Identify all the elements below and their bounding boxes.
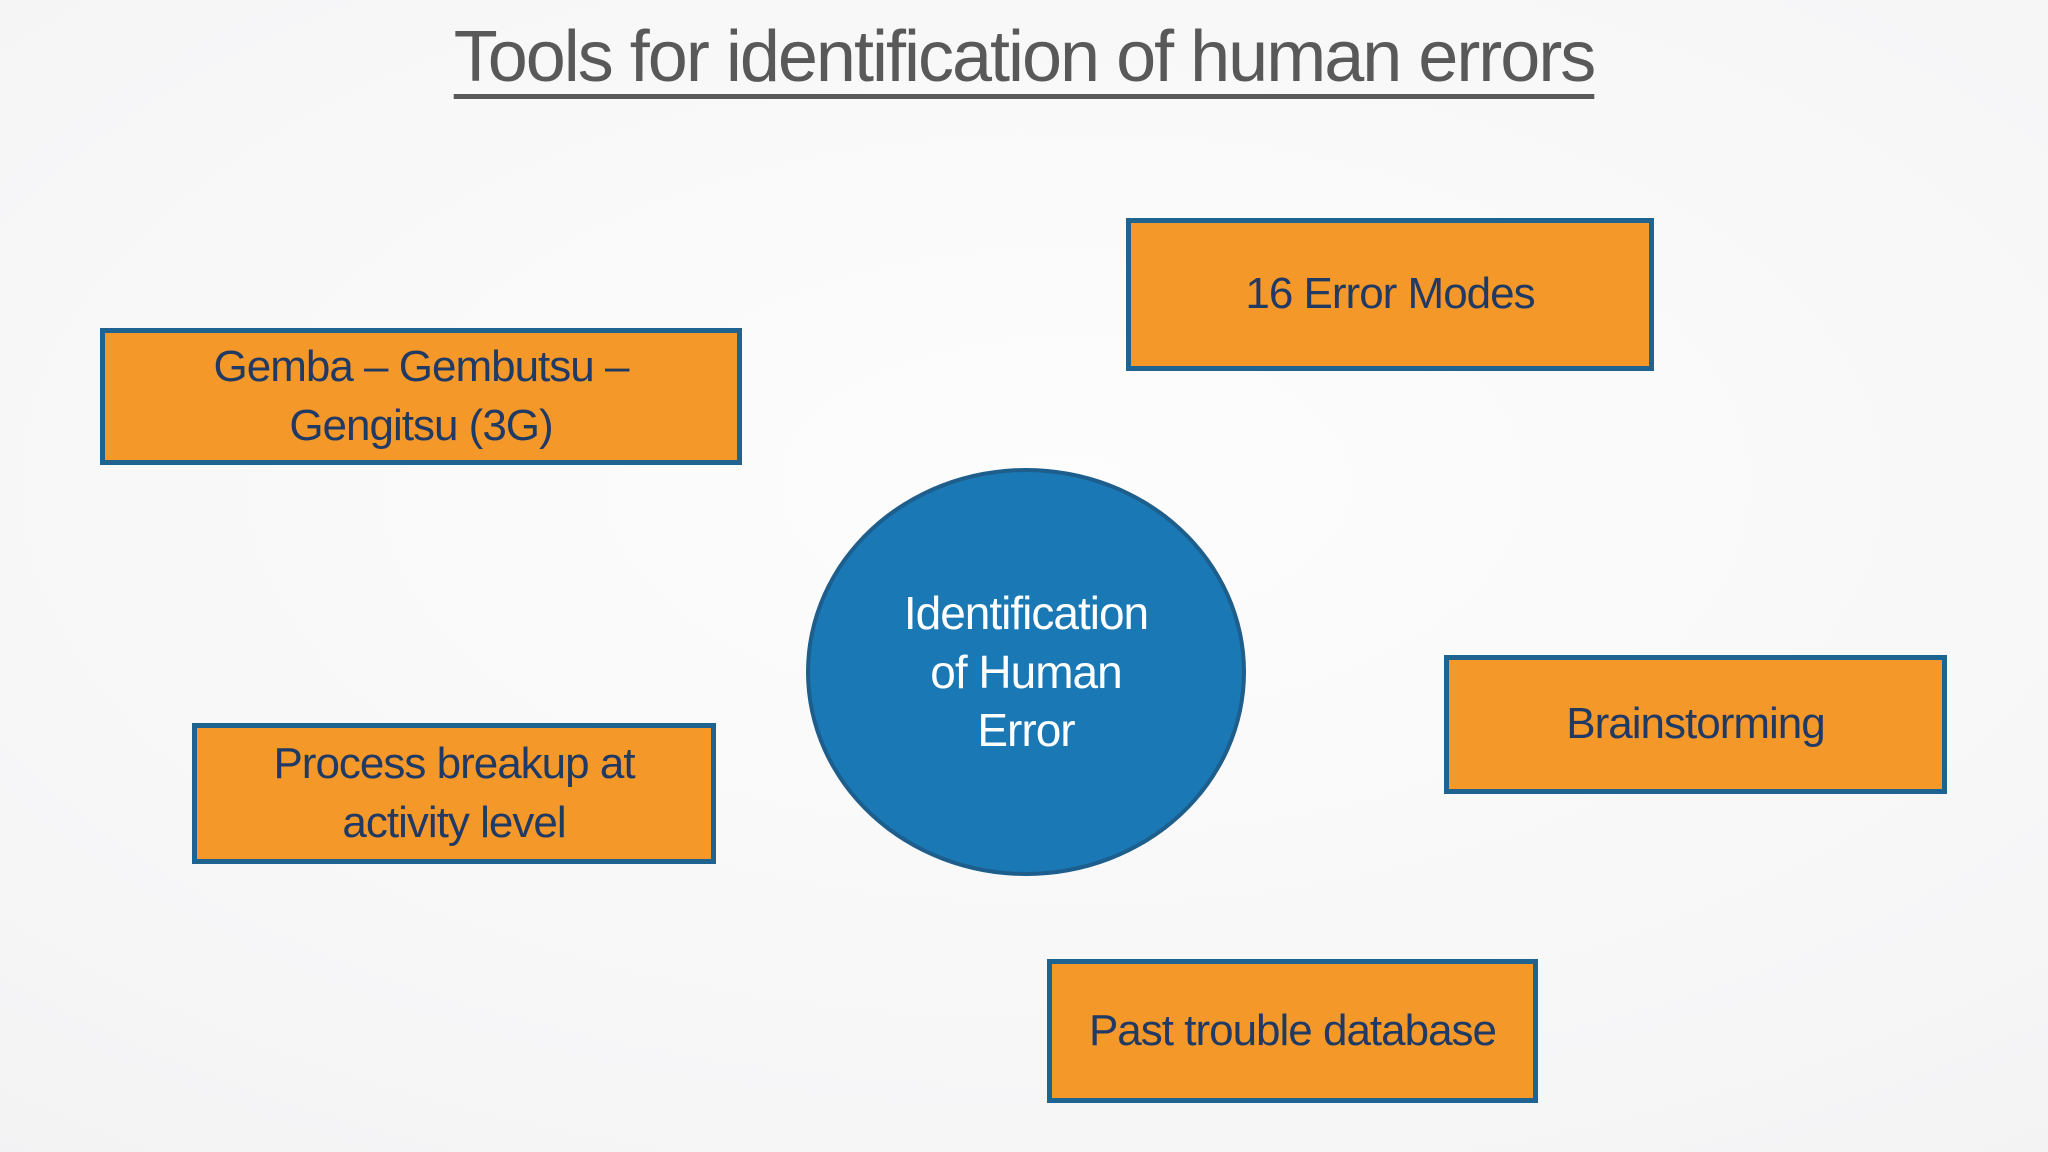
tool-box-process-line-2: activity level xyxy=(342,797,566,847)
tool-box-gemba-line-2: Gengitsu (3G) xyxy=(289,400,553,450)
tool-box-past-trouble-line-1: Past trouble database xyxy=(1088,1005,1497,1055)
tool-box-brainstorming: Brainstorming xyxy=(1444,655,1947,794)
tool-box-process-line-1: Process breakup at xyxy=(273,739,635,789)
hub-line-2: of Human xyxy=(930,645,1122,698)
hub-line-3: Error xyxy=(977,704,1075,757)
tool-box-past-trouble-database: Past trouble database xyxy=(1047,959,1538,1103)
tool-box-gemba: Gemba – Gembutsu – Gengitsu (3G) xyxy=(100,328,742,465)
tool-box-gemba-line-1: Gemba – Gembutsu – xyxy=(213,342,630,392)
hub-line-1: Identification xyxy=(903,586,1149,639)
tool-box-brainstorming-line-1: Brainstorming xyxy=(1566,699,1825,749)
tool-box-process-breakup: Process breakup at activity level xyxy=(192,723,716,864)
slide-title: Tools for identification of human errors xyxy=(0,16,2048,98)
hub-circle-identification-of-human-error: Identification of Human Error xyxy=(806,468,1246,876)
tool-box-error-modes-line-1: 16 Error Modes xyxy=(1245,269,1535,319)
tool-box-error-modes: 16 Error Modes xyxy=(1126,218,1654,371)
slide-title-text: Tools for identification of human errors xyxy=(453,17,1597,97)
